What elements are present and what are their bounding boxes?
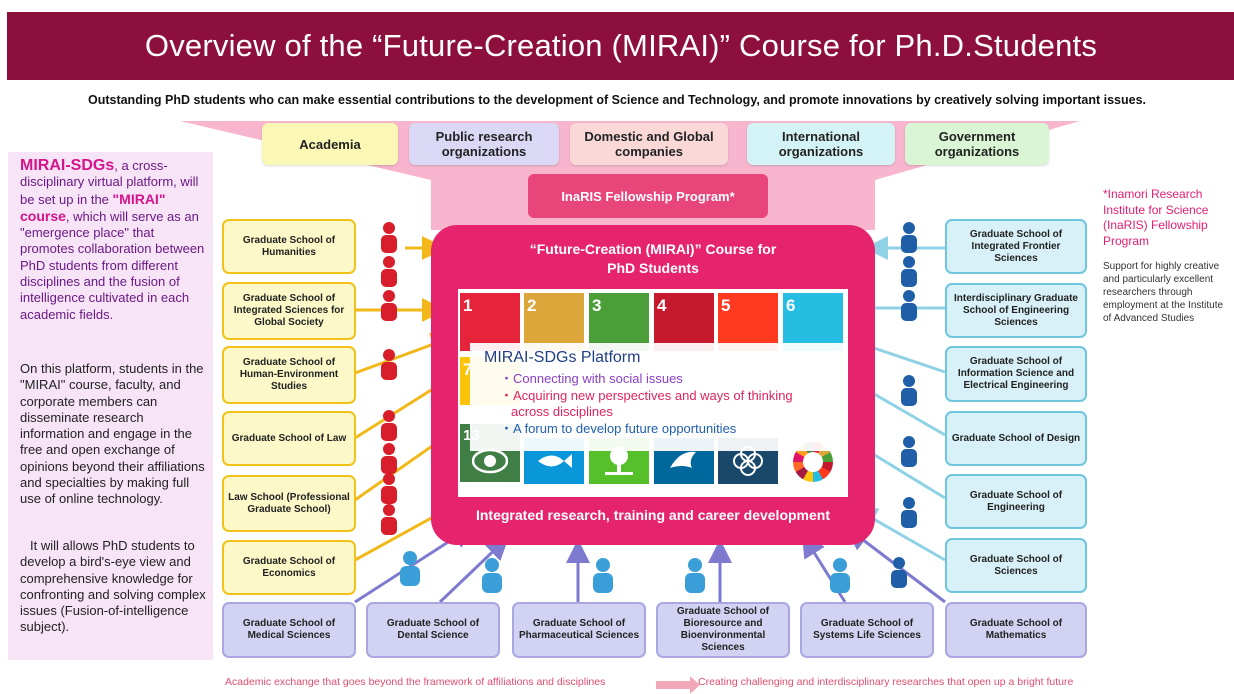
- inaris-fellowship-button: InaRIS Fellowship Program*: [528, 174, 768, 218]
- page-subtitle: Outstanding PhD students who can make es…: [87, 93, 1147, 107]
- left-description-panel: [8, 152, 213, 660]
- school-bioresource: Graduate School of Bioresource and Bioen…: [656, 602, 790, 658]
- school-mathematics: Graduate School of Mathematics: [945, 602, 1087, 658]
- mirai-sdgs-highlight: MIRAI-SDGs: [20, 157, 115, 174]
- school-engineering: Graduate School of Engineering: [945, 474, 1087, 529]
- sdg-tile-4: 4: [654, 293, 714, 351]
- description-text-2: , which will serve as an "emergence plac…: [20, 208, 205, 322]
- inaris-note-body: Support for highly creative and particul…: [1103, 261, 1224, 324]
- destination-government: Government organizations: [905, 123, 1049, 165]
- destination-academia: Academia: [262, 123, 398, 165]
- school-human-environment: Graduate School of Human-Environment Stu…: [222, 346, 356, 404]
- destination-companies: Domestic and Global companies: [570, 123, 728, 165]
- mirai-course-highlight: "MIRAI" course: [20, 190, 166, 224]
- school-engineering-sciences: Interdisciplinary Graduate School of Eng…: [945, 283, 1087, 338]
- footer-arrow-icon: [656, 676, 700, 694]
- fish-icon: [538, 454, 572, 468]
- school-integrated-global-society: Graduate School of Integrated Sciences f…: [222, 282, 356, 340]
- school-pharmaceutical: Graduate School of Pharmaceutical Scienc…: [512, 602, 646, 658]
- description-text: , a cross-disciplinary virtual platform,…: [20, 158, 199, 207]
- platform-item-1: ・Connecting with social issues: [500, 371, 683, 386]
- platform-item-2b: across disciplines: [511, 404, 613, 419]
- mirai-sdgs-platform-box: [470, 343, 844, 451]
- platform-description: MIRAI-SDGs, a cross-disciplinary virtual…: [20, 157, 208, 323]
- school-humanities: Graduate School of Humanities: [222, 219, 356, 274]
- footer-left-caption: Academic exchange that goes beyond the f…: [225, 676, 606, 688]
- course-title: “Future-Creation (MIRAI)” Course for PhD…: [431, 240, 875, 278]
- sdg-tile-5: 5: [718, 293, 778, 351]
- school-design: Graduate School of Design: [945, 411, 1087, 466]
- school-medical-sciences: Graduate School of Medical Sciences: [222, 602, 356, 658]
- destination-public-research: Public research organizations: [409, 123, 559, 165]
- climate-eye-icon: [472, 448, 508, 474]
- course-bottom-caption: Integrated research, training and career…: [475, 507, 830, 523]
- school-systems-life: Graduate School of Systems Life Sciences: [800, 602, 934, 658]
- arrow-dental: [438, 535, 510, 604]
- person-icons: [381, 222, 397, 535]
- school-law-professional: Law School (Professional Graduate School…: [222, 475, 356, 532]
- sdg-tile-3: 3: [589, 293, 649, 351]
- footer-right-caption: Creating challenging and interdisciplina…: [698, 676, 1074, 688]
- platform-paragraph-2: On this platform, students in the "MIRAI…: [20, 361, 205, 507]
- inaris-note-title: *Inamori Research Institute for Science …: [1103, 187, 1209, 248]
- school-law: Graduate School of Law: [222, 411, 356, 466]
- school-sciences: Graduate School of Sciences: [945, 538, 1087, 593]
- school-dental-science: Graduate School of Dental Science: [366, 602, 500, 658]
- tree-icon: [605, 447, 633, 475]
- sdg-tile-1: 1: [460, 293, 520, 351]
- course-title-line1: “Future-Creation (MIRAI)” Course for: [529, 241, 777, 257]
- destination-international: International organizations: [747, 123, 895, 165]
- sdg-tile-2: 2: [524, 293, 584, 351]
- school-economics: Graduate School of Economics: [222, 540, 356, 595]
- school-information-science: Graduate School of Information Science a…: [945, 346, 1087, 402]
- course-title-line2: PhD Students: [607, 260, 699, 276]
- platform-item-3: ・A forum to develop future opportunities: [500, 421, 737, 436]
- platform-title: MIRAI-SDGs Platform: [484, 349, 641, 366]
- page-title: Overview of the “Future-Creation (MIRAI)…: [7, 12, 1234, 80]
- platform-item-2: ・Acquiring new perspectives and ways of …: [500, 388, 793, 403]
- school-integrated-frontier: Graduate School of Integrated Frontier S…: [945, 219, 1087, 274]
- dove-icon: [670, 451, 696, 468]
- platform-paragraph-3: It will allows PhD students to develop a…: [20, 538, 206, 635]
- sdg-tile-6: 6: [783, 293, 843, 351]
